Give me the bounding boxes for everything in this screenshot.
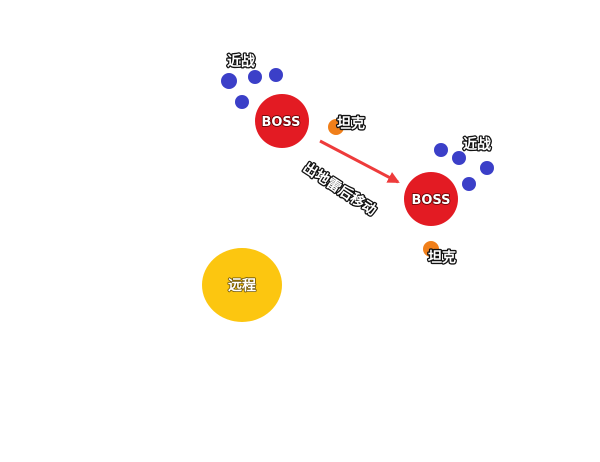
boss-start-label: BOSS: [261, 115, 300, 130]
melee-dot: [480, 161, 494, 175]
boss-start-circle: [255, 94, 309, 148]
tank-start-dot: [328, 119, 344, 135]
melee-dot: [248, 70, 262, 84]
melee-dot: [434, 143, 448, 157]
melee-label-end: 近战: [463, 136, 491, 153]
boss-end-label: BOSS: [411, 193, 450, 208]
melee-dot: [221, 73, 237, 89]
movement-arrow-group: 出地雷后移动: [299, 139, 400, 220]
boss-end-circle: [404, 172, 458, 226]
arrow-caption: 出地雷后移动: [300, 159, 380, 219]
tank-label-end: 坦克: [428, 249, 456, 266]
melee-label-start: 近战: [227, 53, 255, 70]
tank-label-start: 坦克: [337, 115, 365, 132]
destination-position-group: 近战 BOSS 坦克: [404, 135, 494, 267]
tank-end-dot: [423, 241, 439, 257]
melee-dot: [269, 68, 283, 82]
ranged-label: 远程: [228, 278, 256, 294]
initial-position-group: 近战 BOSS 坦克: [221, 52, 366, 148]
ranged-circle: [202, 248, 282, 322]
melee-dot: [235, 95, 249, 109]
ranged-group: 远程: [202, 248, 282, 322]
melee-dot: [452, 151, 466, 165]
melee-dot: [462, 177, 476, 191]
movement-arrow: [319, 139, 400, 184]
